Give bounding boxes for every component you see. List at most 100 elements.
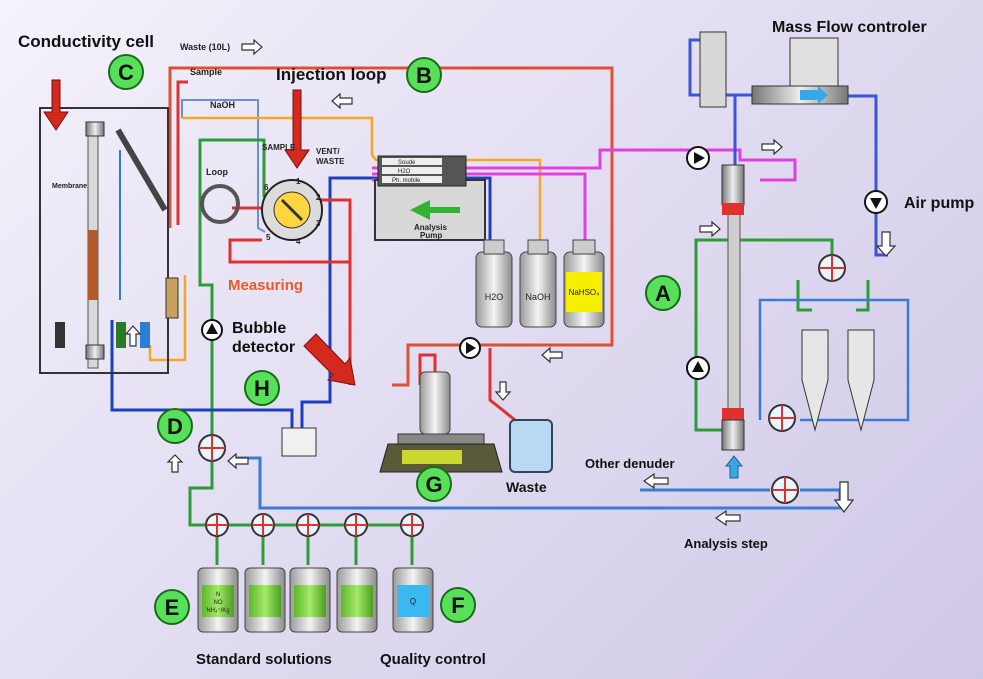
blue-line-bottom [235,456,842,510]
bottle-h2o [475,251,513,328]
green-denuder-line [694,238,834,432]
badge-e: E [154,589,190,625]
pump-icon-2 [459,337,481,359]
label-waste: Waste [506,479,547,495]
red-waste-line [488,348,516,422]
flow-up-arrow [724,455,744,479]
balance-top [397,433,485,445]
green-line-d [198,138,280,440]
green-split-line [796,280,870,312]
valve-d[interactable] [198,434,226,462]
denuder-column [727,199,741,421]
valve-denuder[interactable] [768,404,796,432]
badge-g: G [416,466,452,502]
blue-line-cell [110,320,294,430]
label-waste-10l: Waste (10L) [180,42,230,52]
valve-qc[interactable] [400,513,424,537]
svg-text:D: D [167,414,183,439]
valve-num-6: 6 [264,183,269,192]
label-std-3: NH₄⁺/Kg [206,607,229,614]
bottle-cap-3 [572,239,596,255]
label-naoh: NaOH [210,100,235,110]
bottle-cap-2 [527,239,549,255]
label-bubble: Bubble [232,320,286,337]
label-other-denuder: Other denuder [585,456,675,471]
bubble-detector[interactable] [281,427,317,457]
valve-std-2[interactable] [251,513,275,537]
label-sample: Sample [190,67,222,77]
denuder-bottom-red [722,408,744,420]
label-waste-port: WASTE [316,157,345,166]
label-std-1: N [216,592,220,598]
badge-a: A [645,275,681,311]
label-analysis-step: Analysis step [684,536,768,551]
conductivity-cell-box [39,107,169,374]
label-qc: Q [410,597,416,606]
valve-split[interactable] [818,254,846,282]
mass-flow-arrow [800,86,828,104]
label-injection-loop: Injection loop [276,65,387,84]
blue-right-loop [758,298,910,422]
naoh-line [182,116,542,252]
label-air-pump: Air pump [904,195,974,212]
valve-std-4[interactable] [344,513,368,537]
waste-line-orange [168,66,614,387]
svg-text:B: B [416,63,432,88]
std-label-2 [249,585,281,617]
badge-h: H [244,370,280,406]
flowmeter [699,31,727,108]
red-arrow-valve [284,89,310,169]
mass-flow-controller[interactable] [789,37,839,89]
direction-arrows [124,38,897,527]
pump-line-2 [382,167,442,174]
valve-num-1: 1 [296,177,301,186]
loop-coil [200,184,240,224]
label-bottle-naoh: NaOH [525,292,550,302]
denuder-bottom-fitting [721,419,745,451]
label-bottle-nahso4: NaHSO₄ [569,288,600,297]
valve-num-3: 3 [316,219,321,228]
label-loop: Loop [206,167,228,177]
label-line-h2o: H2O [398,169,411,175]
cell-probe-1 [55,322,65,348]
cell-heater [165,277,179,319]
valve-std-3[interactable] [296,513,320,537]
label-line-soude: Soude [398,160,416,166]
red-tube [176,80,188,225]
balance-vessel [419,371,451,435]
label-measuring: Measuring [228,277,303,294]
svg-text:F: F [451,593,464,618]
svg-text:H: H [254,376,270,401]
label-std-2: NO [214,600,223,606]
label-vent: VENT/ [316,147,340,156]
membrane-coil [88,230,98,300]
cell-probe-3 [140,322,150,348]
pump-line-1 [382,158,442,165]
qc-label [397,585,429,617]
waste-canister [509,419,553,473]
std-label-1 [202,585,234,617]
valve-num-2: 2 [316,193,321,202]
valve-other[interactable] [771,476,799,504]
bottle-nahso4-label [566,272,602,312]
impinger-right [847,329,875,432]
red-pump-line [418,353,437,385]
balance-display [402,450,462,464]
label-quality-control: Quality control [380,651,486,668]
badge-b: B [406,57,442,93]
svg-text:A: A [655,281,671,306]
svg-text:E: E [165,595,180,620]
bottle-cap-1 [483,239,505,255]
valve-std-1[interactable] [205,513,229,537]
impinger-left [801,329,829,432]
label-sample-port: SAMPLE [262,143,296,152]
denuder-top-fitting [721,164,745,206]
label-line-mobile: Ph. mobile [392,178,421,184]
badge-d: D [157,408,193,444]
red-arrow-bubble [303,333,356,386]
label-analysis-pump-2: Pump [420,231,442,240]
cell-diagonal-tube [115,128,168,212]
bottle-naoh [519,251,557,328]
pump-icon-4 [686,356,710,380]
